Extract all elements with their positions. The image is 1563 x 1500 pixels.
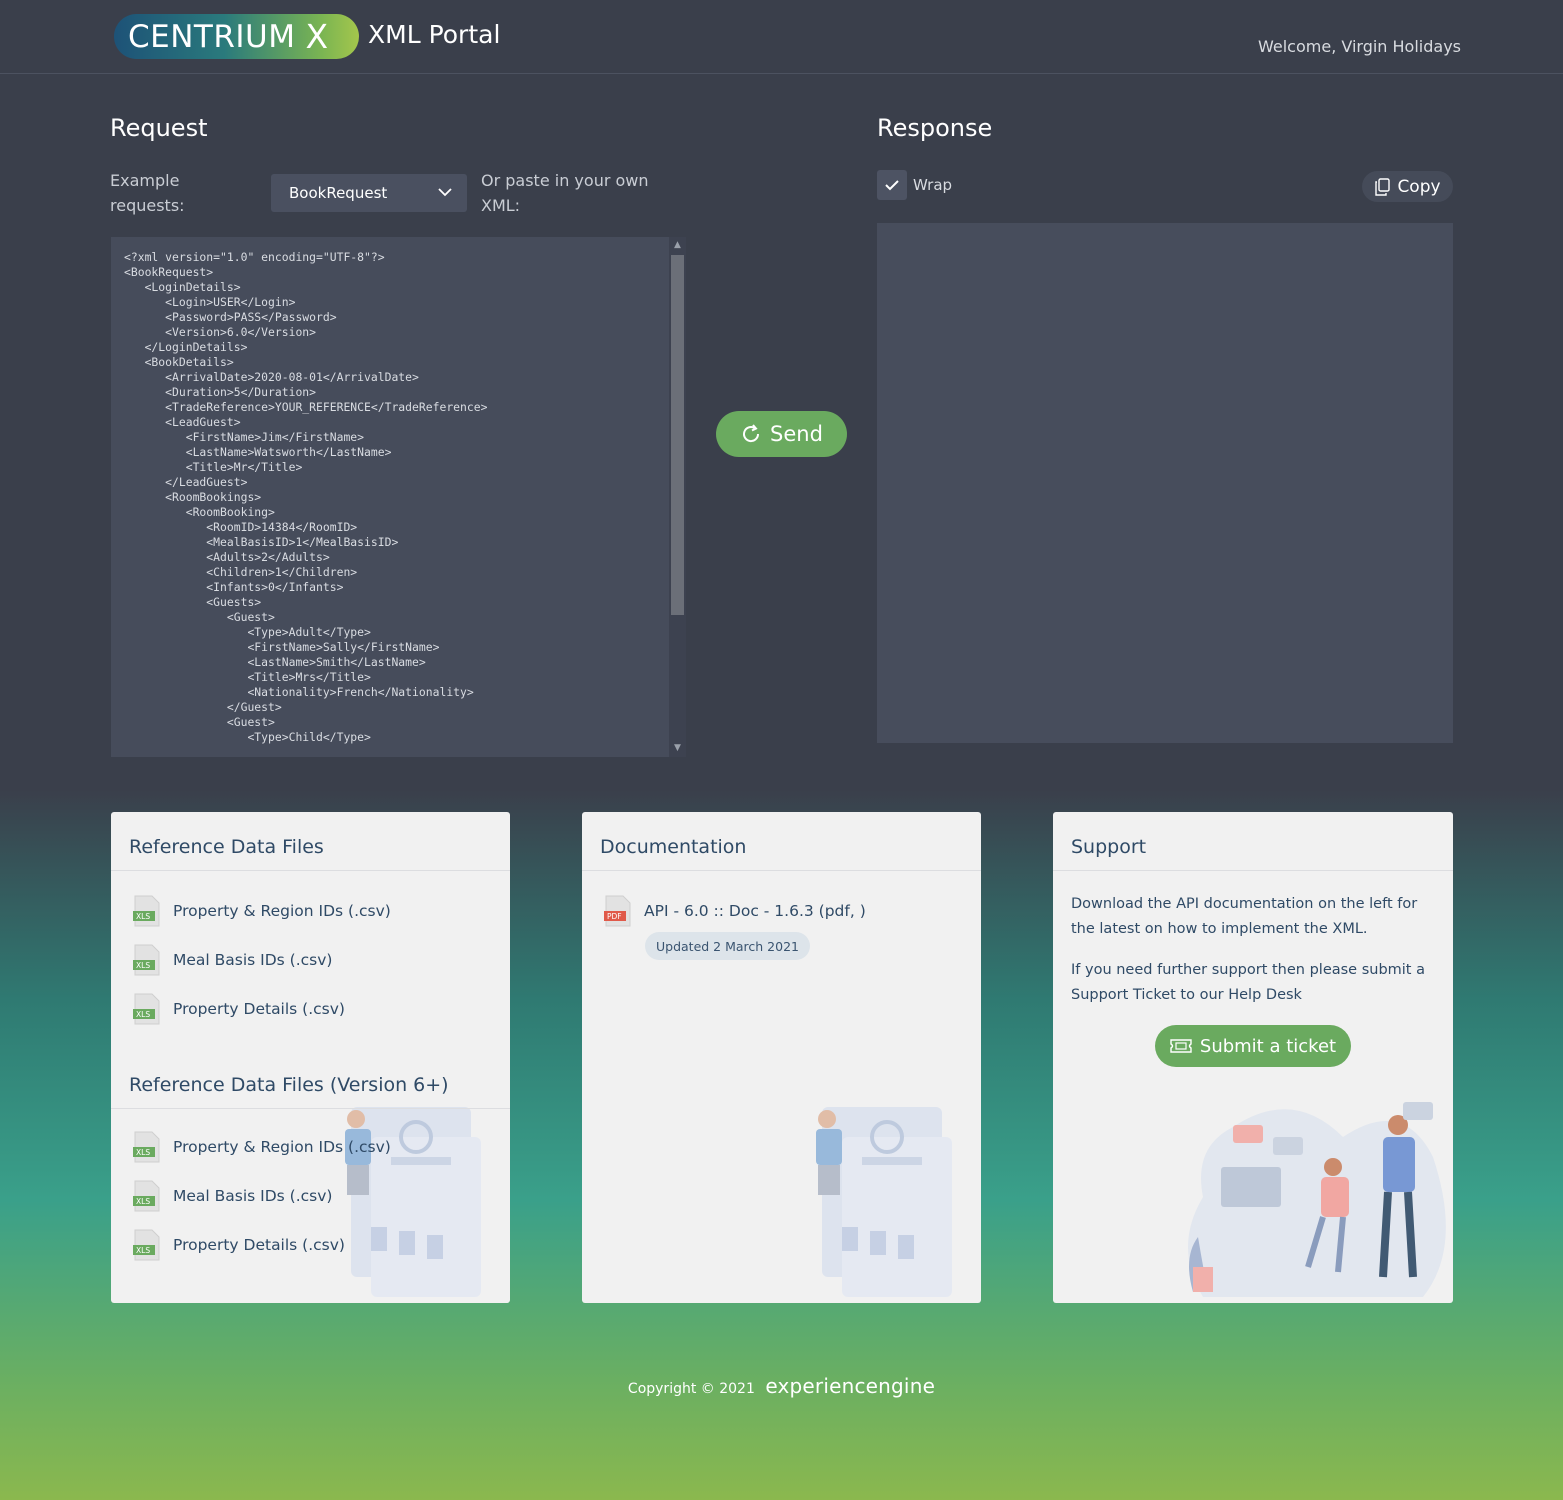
documents-illustration bbox=[345, 1107, 481, 1297]
wrap-label: Wrap bbox=[913, 176, 953, 194]
reference-data-v6-title: Reference Data Files (Version 6+) bbox=[111, 1062, 510, 1109]
chevron-down-icon bbox=[438, 188, 452, 197]
support-text-help: If you need further support then please … bbox=[1071, 962, 1425, 1003]
scroll-down-icon[interactable]: ▼ bbox=[674, 743, 681, 753]
request-xml-text: <?xml version="1.0" encoding="UTF-8"?> <… bbox=[124, 250, 488, 744]
support-card: Support Download the API documentation o… bbox=[1053, 812, 1453, 1303]
send-label: Send bbox=[770, 422, 823, 446]
xls-file-icon: XLS bbox=[133, 1229, 160, 1261]
submit-ticket-label: Submit a ticket bbox=[1199, 1035, 1337, 1057]
check-icon bbox=[885, 180, 899, 191]
refresh-icon bbox=[743, 424, 760, 443]
header: CENTRIUM X XML Portal Welcome, Virgin Ho… bbox=[0, 0, 1563, 74]
file-label: Meal Basis IDs (.csv) bbox=[173, 1187, 333, 1205]
response-output[interactable] bbox=[877, 223, 1453, 743]
file-link-property-details-v6[interactable]: XLS Property Details (.csv) bbox=[133, 1229, 345, 1261]
xls-file-icon: XLS bbox=[133, 944, 160, 976]
support-team-illustration bbox=[1188, 1102, 1446, 1297]
xls-file-icon: XLS bbox=[133, 1131, 160, 1163]
scroll-thumb[interactable] bbox=[671, 255, 684, 615]
request-xml-editor[interactable]: <?xml version="1.0" encoding="UTF-8"?> <… bbox=[111, 237, 669, 757]
centrium-logo[interactable]: CENTRIUM X bbox=[114, 14, 359, 59]
wrap-checkbox[interactable] bbox=[877, 170, 907, 200]
logo-mark: X bbox=[305, 17, 329, 56]
editor-scrollbar[interactable]: ▲ ▼ bbox=[669, 237, 686, 757]
file-link-meal-basis[interactable]: XLS Meal Basis IDs (.csv) bbox=[133, 944, 332, 976]
welcome-text: Welcome, Virgin Holidays bbox=[1258, 37, 1461, 56]
response-title: Response bbox=[877, 114, 993, 142]
doc-label: API - 6.0 :: Doc - 1.6.3 (pdf, ) bbox=[644, 902, 866, 920]
svg-text:PDF: PDF bbox=[607, 912, 622, 921]
xls-file-icon: XLS bbox=[133, 993, 160, 1025]
file-link-meal-basis-v6[interactable]: XLS Meal Basis IDs (.csv) bbox=[133, 1180, 332, 1212]
copy-icon bbox=[1375, 177, 1391, 196]
portal-title: XML Portal bbox=[368, 20, 501, 49]
file-link-property-region[interactable]: XLS Property & Region IDs (.csv) bbox=[133, 895, 391, 927]
file-link-property-region-v6[interactable]: XLS Property & Region IDs (.csv) bbox=[133, 1131, 391, 1163]
copyright-text: Copyright © 2021 bbox=[627, 1381, 755, 1397]
support-text-download: Download the API documentation on the le… bbox=[1071, 896, 1418, 937]
support-title: Support bbox=[1053, 812, 1453, 871]
file-label: Property Details (.csv) bbox=[173, 1236, 345, 1254]
copy-button[interactable]: Copy bbox=[1362, 171, 1453, 202]
reference-data-title: Reference Data Files bbox=[111, 812, 510, 871]
file-link-property-details[interactable]: XLS Property Details (.csv) bbox=[133, 993, 345, 1025]
svg-text:XLS: XLS bbox=[136, 1246, 150, 1255]
example-request-select[interactable]: BookRequest bbox=[271, 174, 467, 212]
svg-text:XLS: XLS bbox=[136, 1010, 150, 1019]
xls-file-icon: XLS bbox=[133, 895, 160, 927]
updated-badge: Updated 2 March 2021 bbox=[645, 932, 810, 960]
pdf-file-icon: PDF bbox=[604, 895, 631, 927]
svg-text:XLS: XLS bbox=[136, 912, 150, 921]
svg-text:XLS: XLS bbox=[136, 961, 150, 970]
experiencengine-logo[interactable]: experiencengine bbox=[765, 1374, 936, 1398]
footer: Copyright © 2021 experiencengine bbox=[0, 1374, 1563, 1398]
doc-link-api[interactable]: PDF API - 6.0 :: Doc - 1.6.3 (pdf, ) bbox=[604, 895, 866, 927]
xls-file-icon: XLS bbox=[133, 1180, 160, 1212]
copy-label: Copy bbox=[1397, 176, 1441, 197]
ticket-icon bbox=[1170, 1039, 1192, 1053]
documentation-card: Documentation PDF API - 6.0 :: Doc - 1.6… bbox=[582, 812, 981, 1303]
svg-text:XLS: XLS bbox=[136, 1148, 150, 1157]
documents-illustration bbox=[816, 1107, 952, 1297]
scroll-up-icon[interactable]: ▲ bbox=[674, 240, 681, 250]
logo-text: CENTRIUM bbox=[128, 18, 296, 55]
documentation-title: Documentation bbox=[582, 812, 981, 871]
send-button[interactable]: Send bbox=[716, 411, 847, 457]
file-label: Meal Basis IDs (.csv) bbox=[173, 951, 333, 969]
svg-text:XLS: XLS bbox=[136, 1197, 150, 1206]
file-label: Property & Region IDs (.csv) bbox=[173, 902, 391, 920]
paste-xml-label: Or paste in your own XML: bbox=[481, 171, 649, 215]
example-request-selected: BookRequest bbox=[289, 184, 388, 202]
file-label: Property Details (.csv) bbox=[173, 1000, 345, 1018]
request-title: Request bbox=[110, 114, 208, 142]
reference-data-card: Reference Data Files XLS Property & Regi… bbox=[111, 812, 510, 1303]
file-label: Property & Region IDs (.csv) bbox=[173, 1138, 391, 1156]
example-requests-label: Example requests: bbox=[110, 171, 185, 215]
submit-ticket-button[interactable]: Submit a ticket bbox=[1155, 1025, 1351, 1067]
